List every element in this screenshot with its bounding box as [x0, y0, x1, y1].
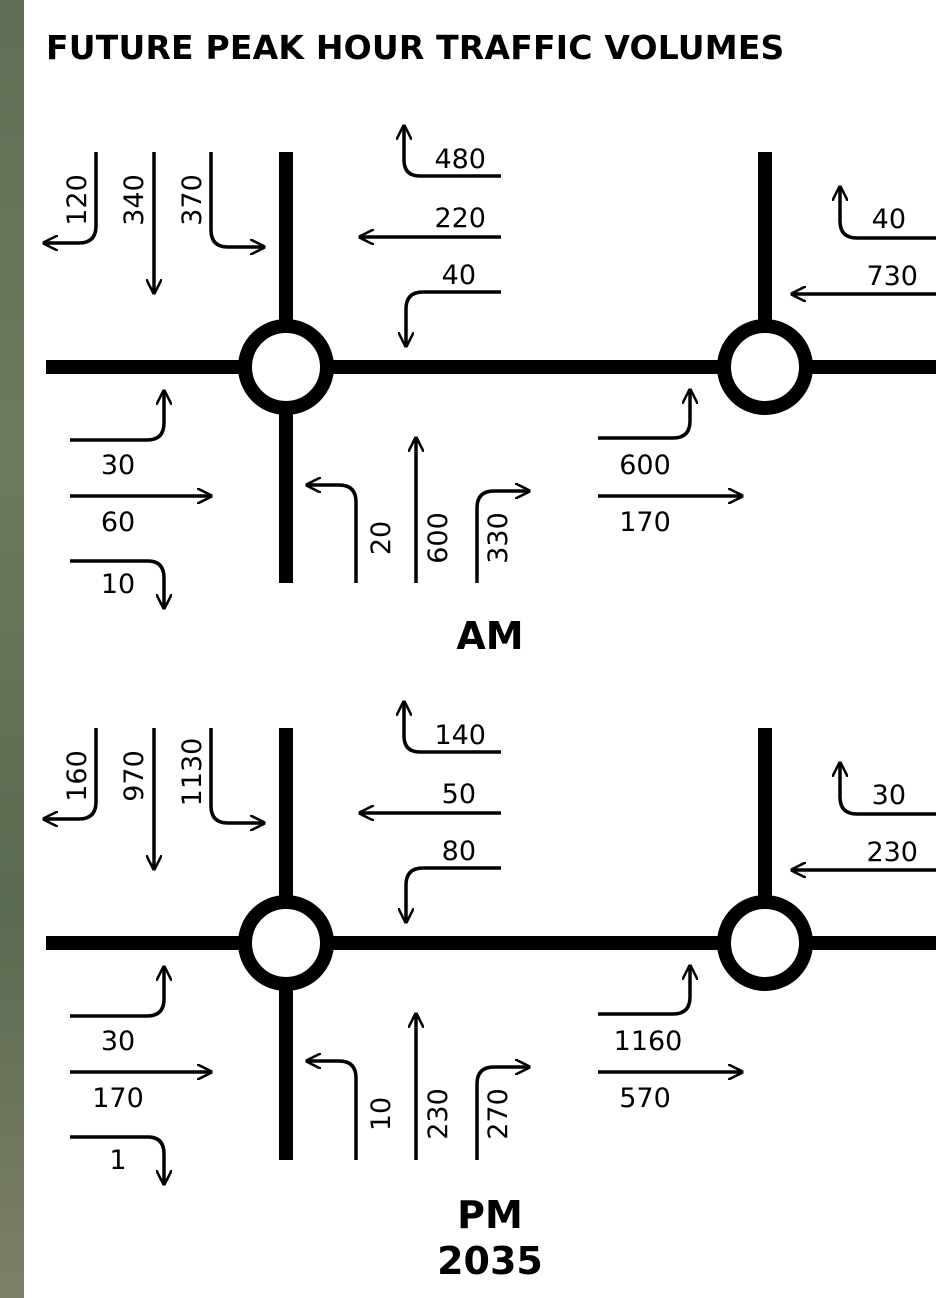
pm-nb-right-arrow — [475, 1067, 529, 1160]
am-nb-left-volume: 20 — [366, 521, 397, 555]
am-wb-uturn-arrow — [404, 126, 501, 178]
east-roundabout — [717, 895, 813, 991]
movement-arrows — [44, 126, 936, 608]
pm-sb-left-volume: 1130 — [177, 738, 208, 807]
am-panel: 120 340 370 480 220 40 30 60 10 20 600 3… — [44, 126, 936, 658]
west-roundabout — [238, 319, 334, 415]
pm-nb-thru-volume: 230 — [423, 1088, 454, 1140]
west-roundabout — [238, 895, 334, 991]
pm-eb-thru-volume: 170 — [92, 1083, 144, 1114]
white-panel — [24, 0, 948, 1298]
road-network — [46, 152, 936, 583]
pm-eb-left-volume: 30 — [101, 1026, 135, 1057]
pm-sb-left-arrow — [209, 728, 264, 823]
am-nb-right-arrow — [475, 491, 529, 583]
am-eb-left-arrow — [70, 391, 164, 442]
am-east-eb-left-volume: 600 — [619, 450, 671, 481]
am-wb-uturn-volume: 480 — [434, 144, 486, 175]
am-sb-thru-volume: 340 — [119, 174, 150, 226]
pm-east-eb-thru-volume: 570 — [619, 1083, 671, 1114]
movement-arrows — [44, 702, 936, 1184]
am-eb-left-volume: 30 — [101, 450, 135, 481]
pm-sb-thru-volume: 970 — [119, 750, 150, 802]
am-nb-right-volume: 330 — [483, 512, 514, 564]
am-eb-right-arrow — [70, 559, 164, 608]
pm-east-eb-left-volume: 1160 — [614, 1026, 683, 1057]
pm-sb-right-arrow — [44, 728, 98, 819]
road-network — [46, 728, 936, 1160]
am-east-eb-left-arrow — [598, 390, 690, 440]
pm-wb-uturn-volume: 140 — [434, 720, 486, 751]
pm-wb-left-arrow — [406, 866, 501, 922]
am-east-wb-uturn-volume: 40 — [872, 204, 906, 235]
am-wb-left-arrow — [406, 290, 501, 346]
am-east-wb-thru-volume: 730 — [866, 261, 918, 292]
east-roundabout — [717, 319, 813, 415]
pm-nb-left-arrow — [307, 1061, 358, 1160]
pm-east-wb-uturn-volume: 30 — [872, 780, 906, 811]
am-period-label: AM — [456, 614, 523, 658]
am-wb-thru-volume: 220 — [434, 203, 486, 234]
am-eb-right-volume: 10 — [101, 569, 135, 600]
am-wb-left-volume: 40 — [442, 260, 476, 291]
pm-sb-right-volume: 160 — [62, 750, 93, 802]
pm-east-eb-left-arrow — [598, 966, 690, 1016]
volume-labels: 160 970 1130 140 50 80 30 170 1 10 230 2… — [62, 720, 918, 1176]
am-sb-left-volume: 370 — [177, 174, 208, 226]
pm-period-label: PM — [457, 1193, 523, 1237]
am-nb-left-arrow — [307, 485, 358, 583]
pm-wb-left-volume: 80 — [442, 836, 476, 867]
am-east-eb-thru-volume: 170 — [619, 507, 671, 538]
pm-wb-uturn-arrow — [404, 702, 501, 754]
am-sb-left-arrow — [209, 152, 264, 247]
pm-eb-left-arrow — [70, 967, 164, 1018]
pm-panel: 160 970 1130 140 50 80 30 170 1 10 230 2… — [44, 702, 936, 1283]
pm-eb-right-volume: 1 — [109, 1145, 126, 1176]
pm-nb-left-volume: 10 — [366, 1097, 397, 1131]
am-sb-right-arrow — [44, 152, 98, 243]
page-title: FUTURE PEAK HOUR TRAFFIC VOLUMES — [46, 28, 785, 67]
volume-labels: 120 340 370 480 220 40 30 60 10 20 600 3… — [62, 144, 918, 600]
pm-wb-thru-volume: 50 — [442, 779, 476, 810]
am-east-wb-uturn-arrow — [840, 187, 936, 240]
am-sb-right-volume: 120 — [62, 174, 93, 226]
am-eb-thru-volume: 60 — [101, 507, 135, 538]
pm-east-wb-uturn-arrow — [840, 763, 936, 816]
pm-east-wb-thru-volume: 230 — [866, 837, 918, 868]
design-year-label: 2035 — [437, 1239, 543, 1283]
am-nb-thru-volume: 600 — [423, 512, 454, 564]
pm-eb-right-arrow — [70, 1135, 164, 1184]
pm-nb-right-volume: 270 — [483, 1088, 514, 1140]
